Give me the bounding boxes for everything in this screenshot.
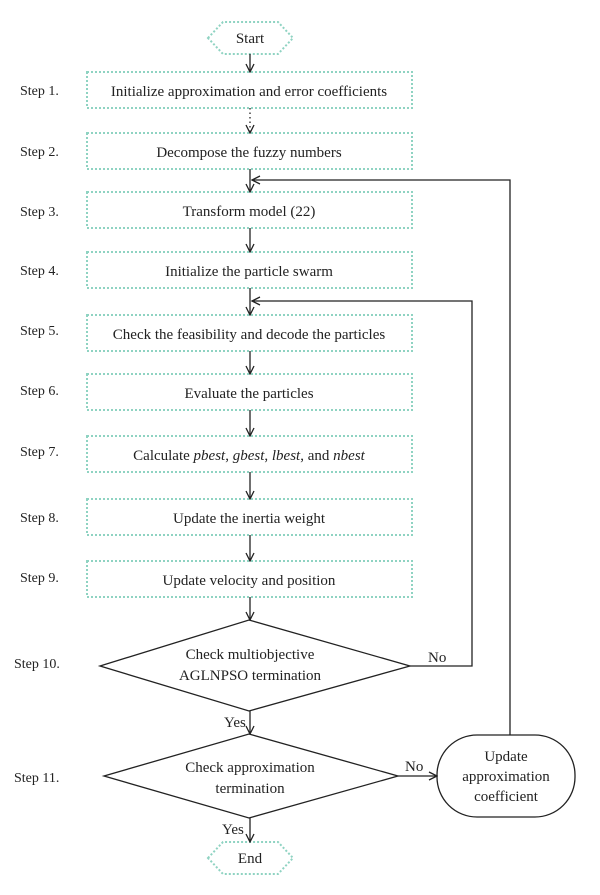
step-text-7: Calculate pbest, gbest, lbest, and nbest xyxy=(133,448,365,464)
lbest-term: lbest xyxy=(272,448,301,464)
step-label-9: Step 9. xyxy=(20,571,59,586)
update-line-1: Update xyxy=(484,749,528,765)
step-box-6: Evaluate the particles xyxy=(86,373,413,411)
step-text-7-part-2: , xyxy=(225,448,233,464)
end-label: End xyxy=(238,851,263,867)
update-line-3: coefficient xyxy=(474,789,539,805)
step-label-5: Step 5. xyxy=(20,324,59,339)
step-box-5: Check the feasibility and decode the par… xyxy=(86,314,413,352)
update-approximation-box: Update approximation coefficient xyxy=(436,734,576,818)
step-label-8: Step 8. xyxy=(20,511,59,526)
connectors xyxy=(250,54,511,842)
step-text-7-part-4: , xyxy=(264,448,272,464)
step-text-6: Evaluate the particles xyxy=(184,386,313,402)
step-text-8: Update the inertia weight xyxy=(173,511,326,527)
step-box-8: Update the inertia weight xyxy=(86,498,413,536)
decision-10-line-1: Check multiobjective xyxy=(186,647,315,663)
step-box-9: Update velocity and position xyxy=(86,560,413,598)
step-text-4: Initialize the particle swarm xyxy=(165,264,333,280)
nbest-term: nbest xyxy=(333,448,365,464)
loop-step10-no-to-step5 xyxy=(252,301,473,667)
decision-11-line-1: Check approximation xyxy=(185,760,315,776)
decision-11-line-2: termination xyxy=(215,781,285,797)
step-label-10: Step 10. xyxy=(14,657,60,672)
step-box-2: Decompose the fuzzy numbers xyxy=(86,132,413,170)
update-line-2: approximation xyxy=(462,769,550,785)
step-box-4: Initialize the particle swarm xyxy=(86,251,413,289)
step-label-1: Step 1. xyxy=(20,84,59,99)
pbest-term: pbest xyxy=(193,448,226,464)
step-text-3: Transform model (22) xyxy=(183,204,316,220)
step-text-7-part-0: Calculate xyxy=(133,448,193,464)
step-text-9: Update velocity and position xyxy=(163,573,336,589)
end-terminal: End xyxy=(206,841,295,875)
step-text-1: Initialize approximation and error coeff… xyxy=(111,84,387,100)
decision-step-11: Check approximation termination xyxy=(101,733,401,819)
step10-yes-label: Yes xyxy=(224,715,246,731)
step-label-6: Step 6. xyxy=(20,384,59,399)
step-box-3: Transform model (22) xyxy=(86,191,413,229)
loop-update-to-step3 xyxy=(252,180,511,735)
step-label-3: Step 3. xyxy=(20,205,59,220)
step11-no-label: No xyxy=(405,759,423,775)
start-label: Start xyxy=(236,31,265,47)
step-text-7-part-6: , and xyxy=(300,448,333,464)
step-text-2: Decompose the fuzzy numbers xyxy=(156,145,342,161)
decision-step-10: Check multiobjective AGLNPSO termination xyxy=(97,619,413,712)
decision-10-line-2: AGLNPSO termination xyxy=(179,668,322,684)
start-terminal: Start xyxy=(206,21,295,55)
step10-no-label: No xyxy=(428,650,446,666)
step-box-1: Initialize approximation and error coeff… xyxy=(86,71,413,109)
gbest-term: gbest xyxy=(233,448,265,464)
step-label-7: Step 7. xyxy=(20,445,59,460)
step-label-4: Step 4. xyxy=(20,264,59,279)
step-label-2: Step 2. xyxy=(20,145,59,160)
step-box-7: Calculate pbest, gbest, lbest, and nbest xyxy=(86,435,413,473)
step-text-5: Check the feasibility and decode the par… xyxy=(113,327,386,343)
step-label-11: Step 11. xyxy=(14,771,59,786)
step11-yes-label: Yes xyxy=(222,822,244,838)
